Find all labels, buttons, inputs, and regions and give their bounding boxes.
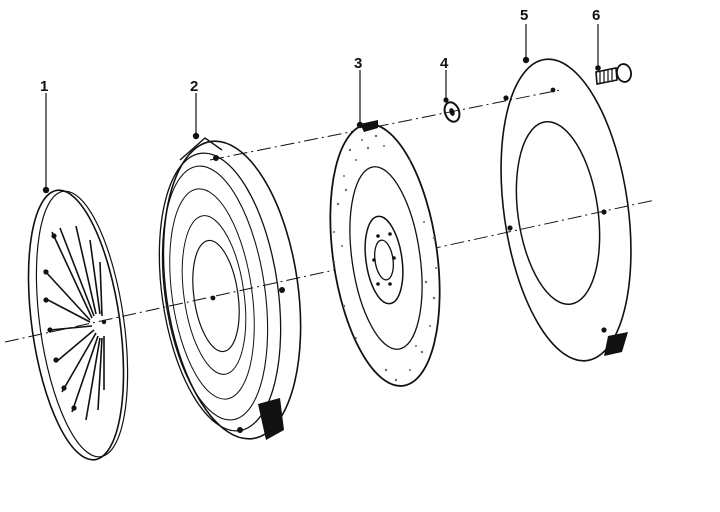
flywheel-ring-edge-shadow: [604, 332, 628, 356]
bolt-head: [616, 63, 632, 83]
part-3-clutch-disc: [329, 70, 441, 387]
part-5-flywheel-ring: [500, 24, 632, 362]
center-axis-lines: [4, 89, 656, 343]
bolt-shank: [595, 67, 618, 85]
pressure-plate-flange-shadow: [258, 398, 284, 440]
part-4-washer: [443, 70, 461, 123]
main-axis-line: [4, 199, 656, 343]
callout-2: 2: [190, 78, 198, 95]
disc-edge-shadow: [360, 120, 378, 132]
flywheel-ring-bolt-holes: [503, 87, 607, 333]
part-1-diaphragm-spring: [27, 93, 129, 461]
disc-hub: [364, 215, 404, 305]
bolt-threads: [599, 68, 613, 83]
pressure-plate-bolt-holes: [213, 155, 285, 433]
spring-fingers: [43, 225, 105, 421]
callout-4: 4: [440, 55, 449, 72]
hub-splines: [372, 232, 396, 286]
pressure-plate-rim: [179, 137, 223, 161]
spring-finger-holes: [43, 233, 107, 411]
callout-5: 5: [520, 7, 528, 24]
part-2-pressure-plate: [158, 93, 302, 440]
part-6-bolt: [595, 24, 632, 85]
callout-6: 6: [592, 7, 600, 24]
callout-3: 3: [354, 55, 362, 72]
bolt-axis-line: [209, 89, 561, 161]
callout-labels: 1 2 3 4 5 6: [40, 7, 600, 95]
pressure-plate-center: [210, 295, 216, 301]
callout-1: 1: [40, 78, 48, 95]
